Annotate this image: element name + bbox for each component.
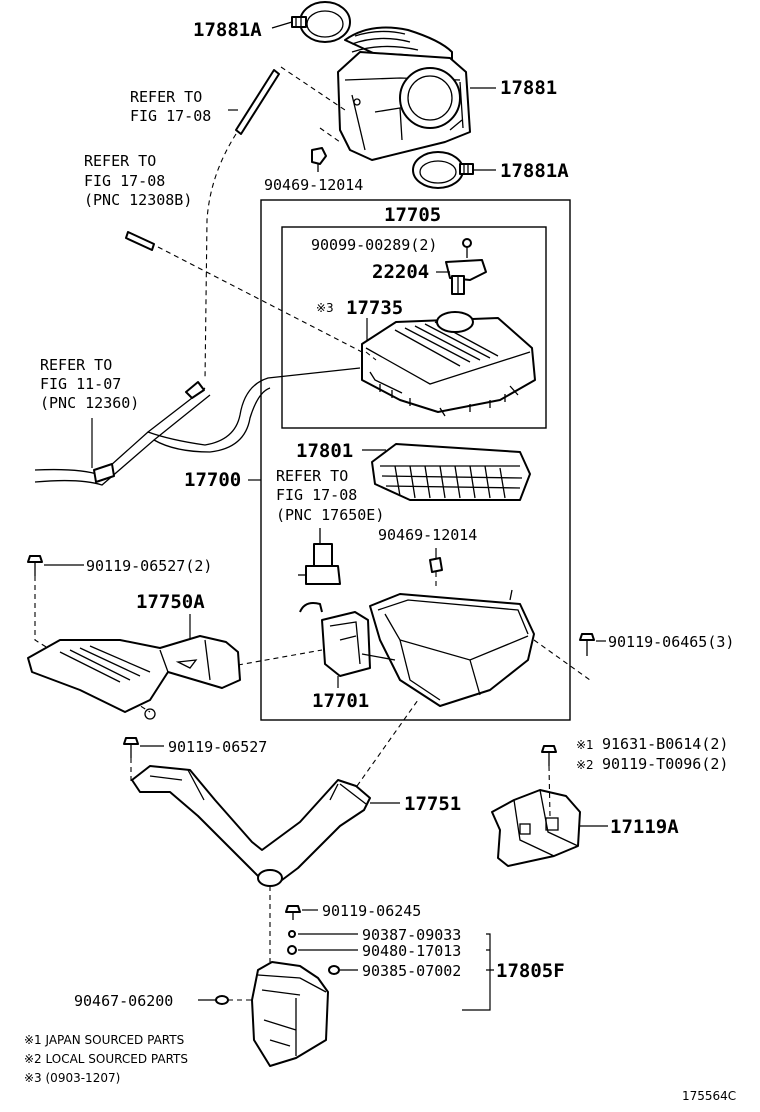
screw-90099-00289[interactable] bbox=[462, 238, 472, 258]
label-17735: 17735 bbox=[346, 297, 403, 319]
air-cleaner-case-17701[interactable] bbox=[299, 589, 535, 707]
refer-note-4: REFER TO FIG 17-08 (PNC 17650E) bbox=[276, 467, 384, 524]
dash-hose-to-body bbox=[280, 66, 346, 111]
dash-duct-case bbox=[237, 649, 323, 666]
svg-text:REFER TO: REFER TO bbox=[40, 356, 112, 374]
air-flow-body-17881[interactable] bbox=[337, 26, 471, 161]
label-90469-mid: 90469-12014 bbox=[378, 526, 477, 544]
dash-clip bbox=[319, 127, 341, 143]
label-17805f: 17805F bbox=[496, 960, 565, 982]
dash-hose-12308b bbox=[157, 246, 363, 353]
svg-text:(PNC 17650E): (PNC 17650E) bbox=[276, 506, 384, 524]
clip-90467-06200[interactable] bbox=[215, 995, 229, 1005]
dash-hose-down bbox=[204, 133, 237, 381]
label-90119-06465: 90119-06465(3) bbox=[608, 633, 734, 651]
mark-91631: ※1 bbox=[576, 738, 594, 752]
sensor-22204[interactable] bbox=[445, 259, 487, 295]
label-22204: 22204 bbox=[372, 261, 429, 283]
svg-text:REFER TO: REFER TO bbox=[84, 152, 156, 170]
label-90119-06527: 90119-06527 bbox=[168, 738, 267, 756]
dash-case-bolt bbox=[533, 639, 591, 681]
bolt-90119-06527-2[interactable] bbox=[27, 555, 43, 576]
mark-90119-t0096: ※2 bbox=[576, 758, 594, 772]
clip-90469-top[interactable] bbox=[311, 147, 327, 172]
svg-text:(PNC 12360): (PNC 12360) bbox=[40, 394, 139, 412]
label-17705: 17705 bbox=[384, 204, 441, 226]
label-17751: 17751 bbox=[404, 793, 461, 815]
label-17750a: 17750A bbox=[136, 591, 205, 613]
dash-cover bbox=[365, 351, 377, 361]
label-90385-07002: 90385-07002 bbox=[362, 962, 461, 980]
svg-text:(PNC 12308B): (PNC 12308B) bbox=[84, 191, 192, 209]
assembly-box-17700 bbox=[260, 199, 571, 721]
clamp-17881a-bottom[interactable] bbox=[412, 151, 474, 189]
bolt-90119-06245[interactable] bbox=[285, 905, 301, 920]
legend-local-sourced: ※2 LOCAL SOURCED PARTS bbox=[24, 1052, 188, 1066]
inlet-duct-17750a[interactable] bbox=[27, 635, 241, 720]
clip-90469-mid[interactable] bbox=[429, 557, 443, 573]
legend-japan-sourced: ※1 JAPAN SOURCED PARTS bbox=[24, 1033, 184, 1047]
grommet-90385-07002[interactable] bbox=[328, 965, 340, 975]
svg-text:FIG 17-08: FIG 17-08 bbox=[84, 172, 165, 190]
bracket-17119a[interactable] bbox=[491, 789, 581, 867]
dash-17751-to-case bbox=[356, 699, 419, 787]
label-17881a-top: 17881A bbox=[193, 19, 262, 41]
label-17881: 17881 bbox=[500, 77, 557, 99]
resonator-17805f[interactable] bbox=[251, 961, 329, 1067]
hose-pnc-12308b bbox=[125, 231, 155, 251]
label-17700: 17700 bbox=[184, 469, 241, 491]
label-90119-t0096: 90119-T0096(2) bbox=[602, 755, 728, 773]
label-17701: 17701 bbox=[312, 690, 369, 712]
legend: ※1 JAPAN SOURCED PARTS ※2 LOCAL SOURCED … bbox=[24, 1033, 188, 1085]
refer-note-3: REFER TO FIG 11-07 (PNC 12360) bbox=[40, 356, 139, 412]
legend-date-range: ※3 (0903-1207) bbox=[24, 1071, 120, 1085]
label-17119a: 17119A bbox=[610, 816, 679, 838]
bolt-90119-06527[interactable] bbox=[123, 737, 139, 758]
leader-17881a-top bbox=[271, 21, 293, 29]
label-17881a-bottom: 17881A bbox=[500, 160, 569, 182]
svg-text:REFER TO: REFER TO bbox=[276, 467, 348, 485]
label-91631-b0614: 91631-B0614(2) bbox=[602, 735, 728, 753]
bolt-91631-b0614[interactable] bbox=[541, 745, 557, 766]
vsv-pnc-17650e bbox=[298, 528, 341, 585]
label-90480-17013: 90480-17013 bbox=[362, 942, 461, 960]
assembly-box-17705 bbox=[281, 226, 547, 429]
hose-fig-17-08-top bbox=[228, 69, 280, 135]
label-90469-top: 90469-12014 bbox=[264, 176, 363, 194]
bolt-90119-06465[interactable] bbox=[579, 633, 595, 656]
diagram-id: 175564C bbox=[682, 1089, 736, 1103]
label-90119-06245: 90119-06245 bbox=[322, 902, 421, 920]
refer-note-1: REFER TO FIG 17-08 bbox=[130, 88, 211, 125]
svg-text:FIG 17-08: FIG 17-08 bbox=[276, 486, 357, 504]
label-90467-06200: 90467-06200 bbox=[74, 992, 173, 1010]
svg-text:FIG 11-07: FIG 11-07 bbox=[40, 375, 121, 393]
label-17801: 17801 bbox=[296, 440, 353, 462]
intake-duct-17751[interactable] bbox=[131, 765, 371, 887]
svg-text:REFER TO: REFER TO bbox=[130, 88, 202, 106]
filter-element-17801[interactable] bbox=[371, 443, 531, 501]
svg-text:FIG 17-08: FIG 17-08 bbox=[130, 107, 211, 125]
refer-note-2: REFER TO FIG 17-08 (PNC 12308B) bbox=[84, 152, 192, 209]
clamp-17881a-top[interactable] bbox=[291, 1, 351, 43]
nut-90480-17013[interactable] bbox=[287, 945, 297, 955]
mark-17735: ※3 bbox=[316, 301, 334, 315]
hose-pnc-12360 bbox=[34, 367, 361, 486]
nut-90387-09033[interactable] bbox=[288, 930, 296, 938]
label-90387-09033: 90387-09033 bbox=[362, 926, 461, 944]
bracket-17805f bbox=[462, 933, 494, 1011]
label-90099-00289: 90099-00289(2) bbox=[311, 236, 437, 254]
cover-17735[interactable] bbox=[361, 311, 536, 417]
label-90119-06527-2: 90119-06527(2) bbox=[86, 557, 212, 575]
